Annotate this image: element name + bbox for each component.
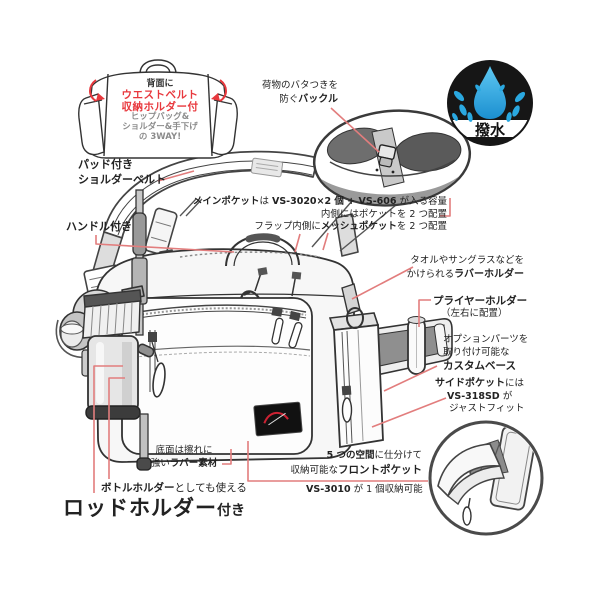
bottom-rubber-label: 底面は擦れに 強いラバー素材 — [150, 445, 218, 469]
rod-holder-label: ロッドホルダー付き — [63, 496, 245, 520]
bottle-holder-label: ボトルホルダーとしても使える — [101, 482, 247, 494]
side-pocket-label: サイドポケットには VS-318SD が ジャストフィット — [435, 378, 525, 415]
rubber-holder-loop — [341, 283, 364, 329]
plier-holder-label: プライヤーホルダー （左右に配置） — [433, 295, 528, 320]
buckle-icon — [377, 144, 397, 168]
main-pocket-label: メインポケットは VS-3020×2 個 + VS-606 が入る容量 内側には… — [192, 196, 447, 233]
vs3010-label: VS-3010 が 1 個収納可能 — [306, 484, 423, 495]
water-repellent-label: 撥水 — [474, 121, 505, 139]
badge-gray-3: の 3WAY! — [138, 132, 182, 142]
mini-bag-diagram — [78, 59, 238, 159]
front-pocket — [121, 297, 313, 455]
front-pocket-label: 5 つの空間に仕分けて 収納可能なフロントポケット — [290, 450, 422, 476]
annotation-lines — [93, 107, 451, 493]
leader-lines — [179, 198, 203, 217]
rod-holder — [81, 289, 152, 471]
custom-base-label: オプションパーツを 取り付け可能な カスタムベース — [443, 334, 529, 373]
shoulder-pad-label: パッド付き ショルダーベルト — [78, 158, 166, 186]
badge-waist-belt: ウエストベルト — [121, 89, 199, 102]
badge-gray-1: ヒップバッグ& — [130, 112, 190, 123]
brand-logo-patch — [253, 401, 303, 437]
waist-belt-arrows — [89, 79, 227, 102]
buckle-label: 荷物のバタつきを 防ぐバックル — [261, 80, 338, 105]
water-repellent-icon — [447, 60, 533, 146]
front-pocket-magnifier — [428, 420, 544, 536]
badge-3way: 背面に ウエストベルト 収納ホルダー付 ヒップバッグ& ショルダー&手下げ の … — [86, 79, 234, 143]
handle-label: ハンドル付き — [66, 220, 132, 233]
badge-holder: 収納ホルダー付 — [121, 101, 199, 114]
buckle-magnifier — [311, 109, 472, 252]
badge-gray-2: ショルダー&手下げ — [122, 122, 198, 133]
rubber-holder-label: タオルやサングラスなどを かけられるラバーホルダー — [406, 255, 524, 280]
plier-holder — [407, 316, 426, 375]
bag-handle — [225, 233, 300, 267]
side-pocket — [328, 312, 384, 449]
badge-back-label: 背面に — [146, 79, 174, 89]
